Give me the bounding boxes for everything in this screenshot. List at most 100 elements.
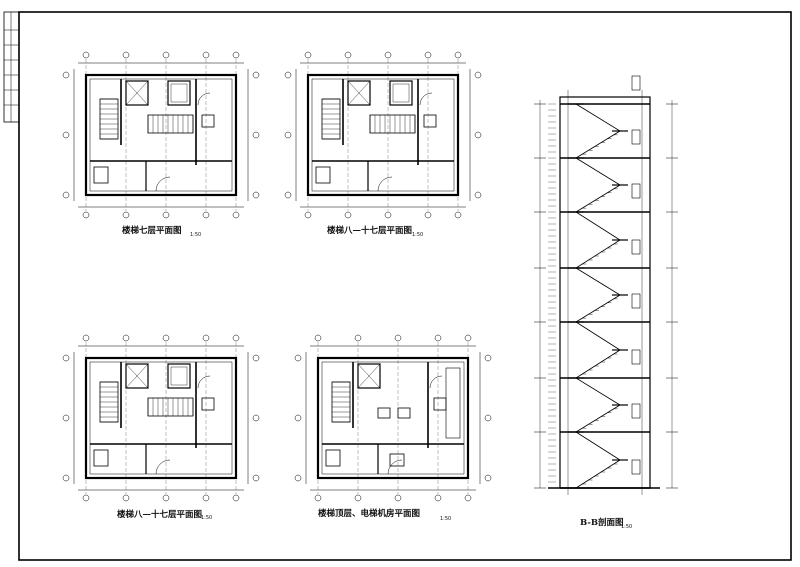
axis-bubble-left [284, 71, 292, 79]
stair-flight-up [575, 239, 621, 269]
stair-flight-return [575, 103, 621, 132]
plan-scale-4: 1:50 [440, 516, 452, 522]
plan-title-2: 楼梯八—十七层平面图 [327, 226, 413, 236]
axis-bubble-right [252, 414, 260, 422]
title-strip [3, 11, 20, 123]
duct-shaft [423, 114, 437, 128]
axis-bubble-bottom [232, 211, 240, 219]
stair-flight-up [575, 184, 621, 213]
section-b-b [534, 75, 678, 495]
axis-bubble-right [252, 191, 260, 199]
axis-bubble-top [394, 334, 402, 342]
axis-bubble-bottom [314, 494, 322, 502]
axis-bubble-top [434, 334, 442, 342]
axis-bubble-bottom [122, 494, 130, 502]
axis-bubble-top [344, 51, 352, 59]
machine-base [377, 407, 391, 419]
axis-bubble-top [122, 334, 130, 342]
axis-bubble-bottom [394, 494, 402, 502]
axis-bubble-top [82, 51, 90, 59]
elevator-shaft [125, 80, 149, 106]
axis-bubble-left [284, 131, 292, 139]
axis-bubble-top [304, 51, 312, 59]
axis-bubble-right [474, 131, 482, 139]
floor-plan-4 [294, 334, 492, 502]
section-door-opening [631, 239, 641, 255]
duct-shaft [325, 449, 341, 467]
machine-base [397, 407, 411, 419]
axis-bubble-bottom [344, 211, 352, 219]
axis-bubble-bottom [202, 211, 210, 219]
section-door-opening [631, 75, 641, 91]
stair-flight-up [575, 349, 621, 379]
axis-bubble-right [252, 131, 260, 139]
stair-flight-up [575, 459, 621, 489]
exterior-wall [306, 73, 460, 197]
elevator-cross [357, 363, 381, 389]
axis-bubble-top [454, 51, 462, 59]
section-door-opening [631, 403, 641, 419]
axis-bubble-bottom [232, 494, 240, 502]
axis-bubble-top [464, 334, 472, 342]
axis-bubble-bottom [82, 211, 90, 219]
axis-bubble-left [294, 354, 302, 362]
axis-bubble-top [202, 51, 210, 59]
axis-bubble-top [384, 51, 392, 59]
machine-room-opening [445, 367, 461, 439]
elevator-car [170, 366, 188, 386]
door-swing [155, 459, 171, 475]
duct-shaft [315, 166, 331, 184]
elevator-shaft [167, 363, 191, 389]
duct-shaft [433, 397, 447, 411]
axis-bubble-top [122, 51, 130, 59]
plan-scale-3: 1:50 [201, 515, 213, 521]
stair-flight-up [575, 130, 621, 159]
floor-plan-3 [62, 334, 260, 502]
axis-bubble-bottom [424, 211, 432, 219]
section-outline [559, 96, 651, 489]
axis-bubble-bottom [82, 494, 90, 502]
plan-scale-2: 1:50 [412, 232, 424, 238]
plan-title-3: 楼梯八—十七层平面图 [117, 510, 203, 520]
axis-bubble-left [284, 191, 292, 199]
stair-flight-return [575, 267, 621, 296]
axis-bubble-right [252, 474, 260, 482]
section-door-opening [631, 459, 641, 475]
axis-bubble-right [474, 71, 482, 79]
door-swing [155, 176, 171, 192]
axis-bubble-right [484, 354, 492, 362]
axis-bubble-left [294, 474, 302, 482]
axis-bubble-bottom [434, 494, 442, 502]
machine-base [389, 453, 405, 467]
axis-bubble-right [252, 71, 260, 79]
floor-plan-1 [62, 51, 260, 219]
stair-flight [369, 114, 416, 134]
wall-inner-face [89, 361, 233, 475]
stair-flight [321, 98, 341, 140]
duct-shaft [93, 449, 109, 467]
elevator-cross [125, 363, 149, 389]
exterior-wall [316, 356, 470, 480]
axis-bubble-left [62, 414, 70, 422]
axis-bubble-left [62, 191, 70, 199]
duct-shaft [201, 397, 215, 411]
axis-bubble-top [202, 334, 210, 342]
axis-bubble-left [62, 354, 70, 362]
stair-flight-return [575, 377, 621, 406]
axis-bubble-bottom [464, 494, 472, 502]
section-door-opening [631, 349, 641, 365]
axis-bubble-bottom [304, 211, 312, 219]
wall-inner-face [311, 78, 455, 192]
elevator-cross [347, 80, 371, 106]
door-swing [387, 459, 403, 475]
axis-bubble-left [62, 474, 70, 482]
elevator-car [392, 83, 410, 103]
elevator-shaft [347, 80, 371, 106]
axis-bubble-top [162, 51, 170, 59]
section-scale: 1:50 [621, 524, 633, 530]
stair-flight-return [575, 157, 621, 186]
axis-bubble-top [354, 334, 362, 342]
axis-bubble-bottom [454, 211, 462, 219]
stair-flight-return [575, 321, 621, 351]
axis-bubble-right [474, 191, 482, 199]
